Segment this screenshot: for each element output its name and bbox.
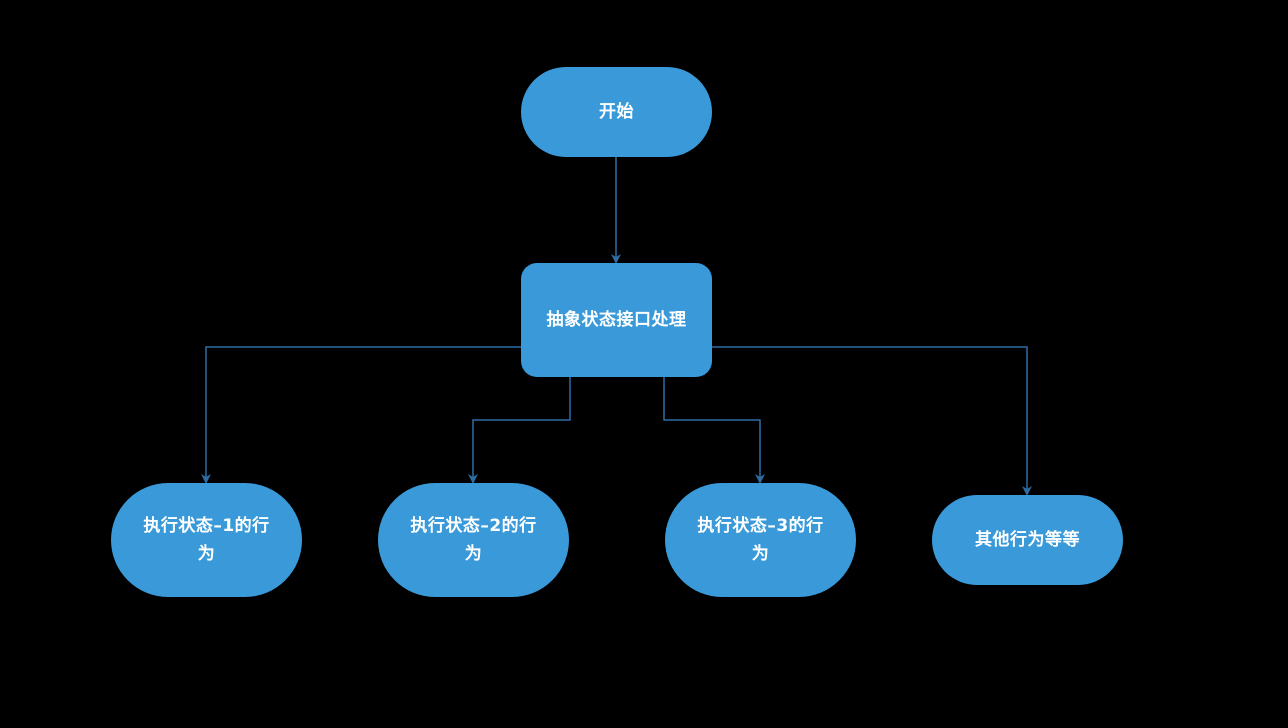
execute-state-3-node: 执行状态–3的行为 [665,483,856,597]
other-behaviors-label: 其他行为等等 [975,530,1080,550]
start-node-label: 开始 [599,102,634,122]
abstract-state-interface-node: 抽象状态接口处理 [521,263,712,377]
execute-state-1-node: 执行状态–1的行为 [111,483,302,597]
start-node: 开始 [521,67,712,157]
execute-state-2-label: 执行状态–2的行为 [410,516,537,564]
edge-abstract-to-state3 [663,377,765,484]
execute-state-2-node: 执行状态–2的行为 [378,483,569,597]
edge-abstract-to-other [712,346,1032,496]
abstract-state-interface-label: 抽象状态接口处理 [546,310,687,330]
execute-state-3-label: 执行状态–3的行为 [697,516,824,564]
execute-state-1-label: 执行状态–1的行为 [143,516,270,564]
edge-abstract-to-state1 [201,346,521,484]
other-behaviors-node: 其他行为等等 [932,495,1123,585]
edge-abstract-to-state2 [468,377,571,484]
